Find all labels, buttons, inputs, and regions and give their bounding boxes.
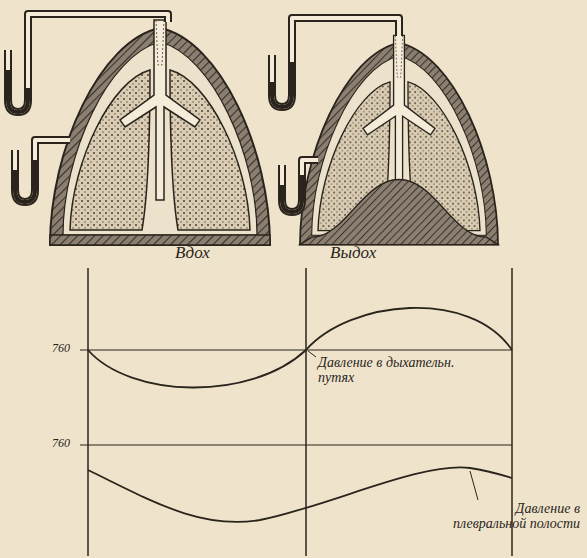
curve-label: Давление в дыхательн. путях bbox=[318, 356, 468, 385]
exhale-thorax bbox=[300, 35, 498, 244]
pressure-graph bbox=[80, 268, 512, 556]
phase-label: Вдох bbox=[175, 244, 245, 262]
inhale-thorax bbox=[50, 20, 270, 245]
manometer bbox=[272, 18, 399, 212]
manometer bbox=[8, 14, 168, 202]
phase-label: Выдох bbox=[330, 244, 410, 262]
curve-label: Давление в плевральной полости bbox=[440, 502, 580, 531]
axis-value: 760 bbox=[52, 437, 84, 450]
axis-value: 760 bbox=[52, 342, 84, 355]
